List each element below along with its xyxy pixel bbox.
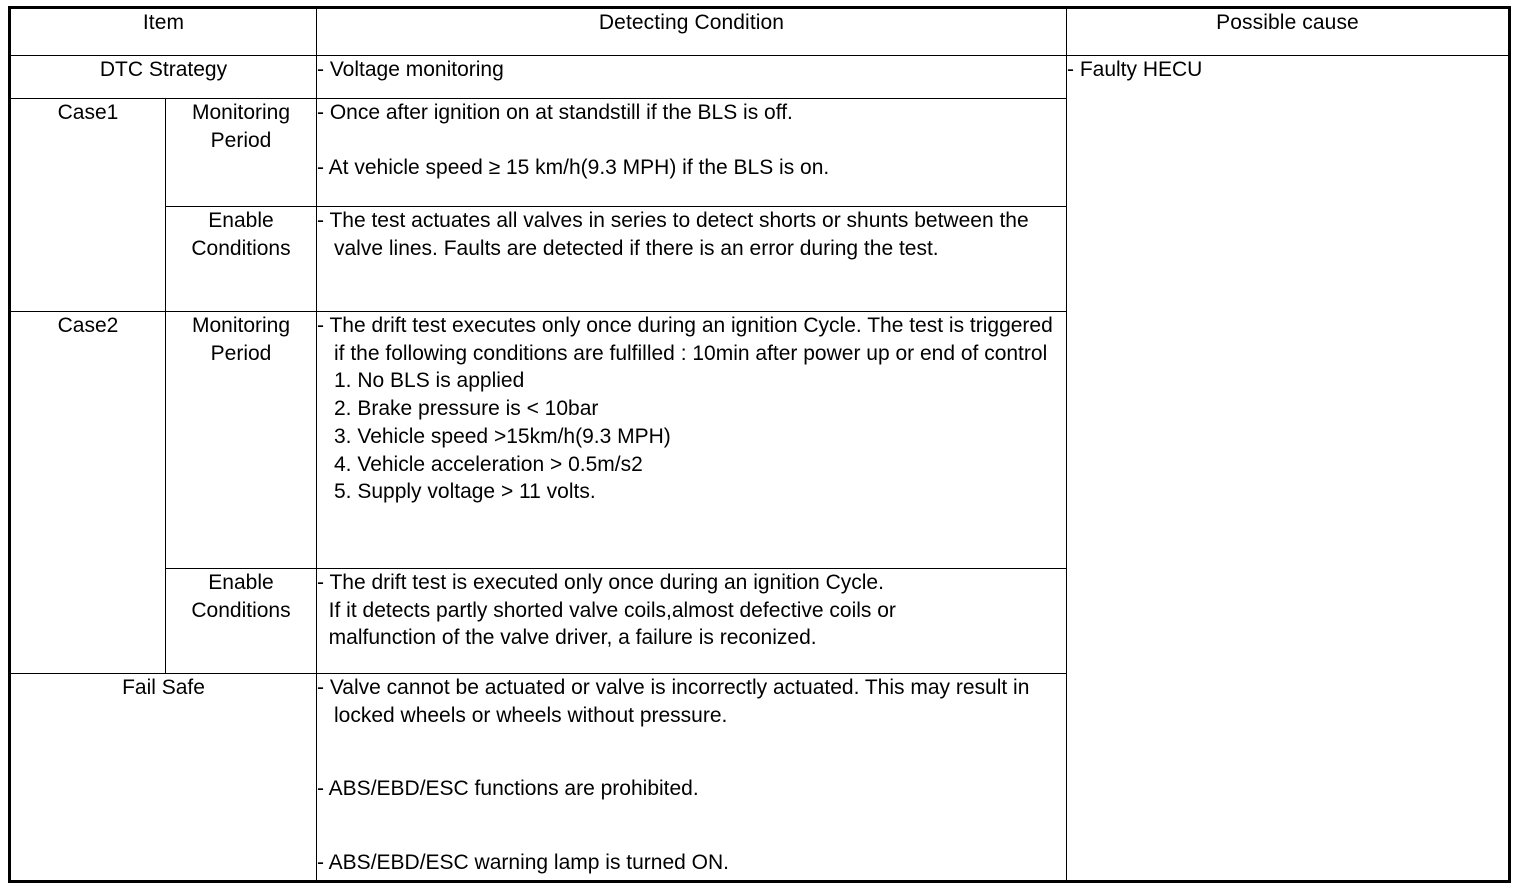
condition-item-4: 4. Vehicle acceleration > 0.5m/s2: [334, 452, 643, 476]
possible-cause-text: - Faulty HECU: [1067, 58, 1203, 81]
sublabel-line-1: Enable: [208, 209, 274, 232]
dtc-detecting-condition-table: Item Detecting Condition Possible cause …: [8, 6, 1511, 883]
column-header-possible-cause: Possible cause: [1066, 7, 1510, 56]
sublabel-line-2: Period: [210, 341, 272, 365]
condition-cell-dtc-strategy: - Voltage monitoring: [316, 55, 1067, 99]
table-header-row: Item Detecting Condition Possible cause: [9, 7, 1510, 56]
condition-text-1: - Valve cannot be actuated or valve is i…: [317, 676, 1036, 727]
sublabel-line-1: Monitoring: [191, 101, 291, 124]
table-row-case2-enable-conditions: Enable Conditions - The drift test is ex…: [10, 568, 1510, 674]
item-sublabel-case1-monitoring-period: Monitoring Period: [165, 98, 317, 207]
sublabel-line-2: Conditions: [191, 598, 291, 622]
condition-item-5: 5. Supply voltage > 11 volts.: [334, 480, 596, 504]
possible-cause-cell: - Faulty HECU: [1066, 55, 1510, 882]
table-row-case1-enable-conditions: Enable Conditions - The test actuates al…: [10, 206, 1510, 312]
condition-intro-text: - The drift test executes only once duri…: [317, 314, 1059, 365]
item-label-fail-safe: Fail Safe: [9, 673, 317, 882]
sublabel-line-2: Conditions: [191, 236, 291, 260]
condition-cell-case1-enable-conditions: - The test actuates all valves in series…: [316, 206, 1067, 312]
sublabel-line-1: Monitoring: [191, 314, 291, 337]
condition-item-1: 1. No BLS is applied: [334, 369, 525, 393]
column-header-item: Item: [9, 7, 317, 56]
condition-line-3: malfunction of the valve driver, a failu…: [317, 626, 817, 650]
condition-cell-case2-enable-conditions: - The drift test is executed only once d…: [316, 568, 1067, 674]
table-row-case2-monitoring-period: Case2 Monitoring Period - The drift test…: [9, 311, 1510, 674]
spacer: [317, 127, 1066, 154]
item-sublabel-case1-enable-conditions: Enable Conditions: [165, 206, 317, 312]
table-row-fail-safe: Fail Safe - Valve cannot be actuated or …: [9, 673, 1510, 882]
item-label-case1: Case1: [9, 98, 166, 312]
item-label-dtc-strategy: DTC Strategy: [9, 55, 317, 99]
condition-line-1: - The drift test is executed only once d…: [317, 571, 884, 594]
item-sublabel-case2-enable-conditions: Enable Conditions: [165, 568, 317, 674]
spacer: [317, 803, 1066, 849]
condition-item-3: 3. Vehicle speed >15km/h(9.3 MPH): [334, 424, 671, 448]
condition-text: - Voltage monitoring: [317, 58, 504, 81]
condition-text-2: - ABS/EBD/ESC functions are prohibited.: [317, 777, 699, 801]
dtc-table-container: Item Detecting Condition Possible cause …: [8, 6, 1511, 883]
table-row-case1-monitoring-period: Case1 Monitoring Period - Once after ign…: [9, 98, 1510, 312]
spacer: [317, 729, 1066, 775]
condition-text-1: - Once after ignition on at standstill i…: [317, 101, 793, 124]
column-header-detecting-condition: Detecting Condition: [316, 7, 1067, 56]
item-sublabel-case2-monitoring-period: Monitoring Period: [165, 311, 317, 569]
sublabel-line-2: Period: [210, 128, 272, 152]
item-label-case2: Case2: [9, 311, 166, 674]
condition-cell-case1-monitoring-period: - Once after ignition on at standstill i…: [316, 98, 1067, 207]
condition-item-2: 2. Brake pressure is < 10bar: [334, 397, 599, 421]
condition-cell-case2-monitoring-period: - The drift test executes only once duri…: [316, 311, 1067, 569]
condition-cell-fail-safe: - Valve cannot be actuated or valve is i…: [316, 673, 1067, 882]
condition-text-2: - At vehicle speed ≥ 15 km/h(9.3 MPH) if…: [317, 155, 830, 179]
table-row-dtc-strategy: DTC Strategy - Voltage monitoring - Faul…: [9, 55, 1510, 882]
condition-line-2: If it detects partly shorted valve coils…: [317, 598, 896, 622]
condition-text-1: - The test actuates all valves in series…: [317, 209, 1035, 260]
condition-text-3: - ABS/EBD/ESC warning lamp is turned ON.: [317, 851, 729, 875]
sublabel-line-1: Enable: [208, 571, 274, 594]
